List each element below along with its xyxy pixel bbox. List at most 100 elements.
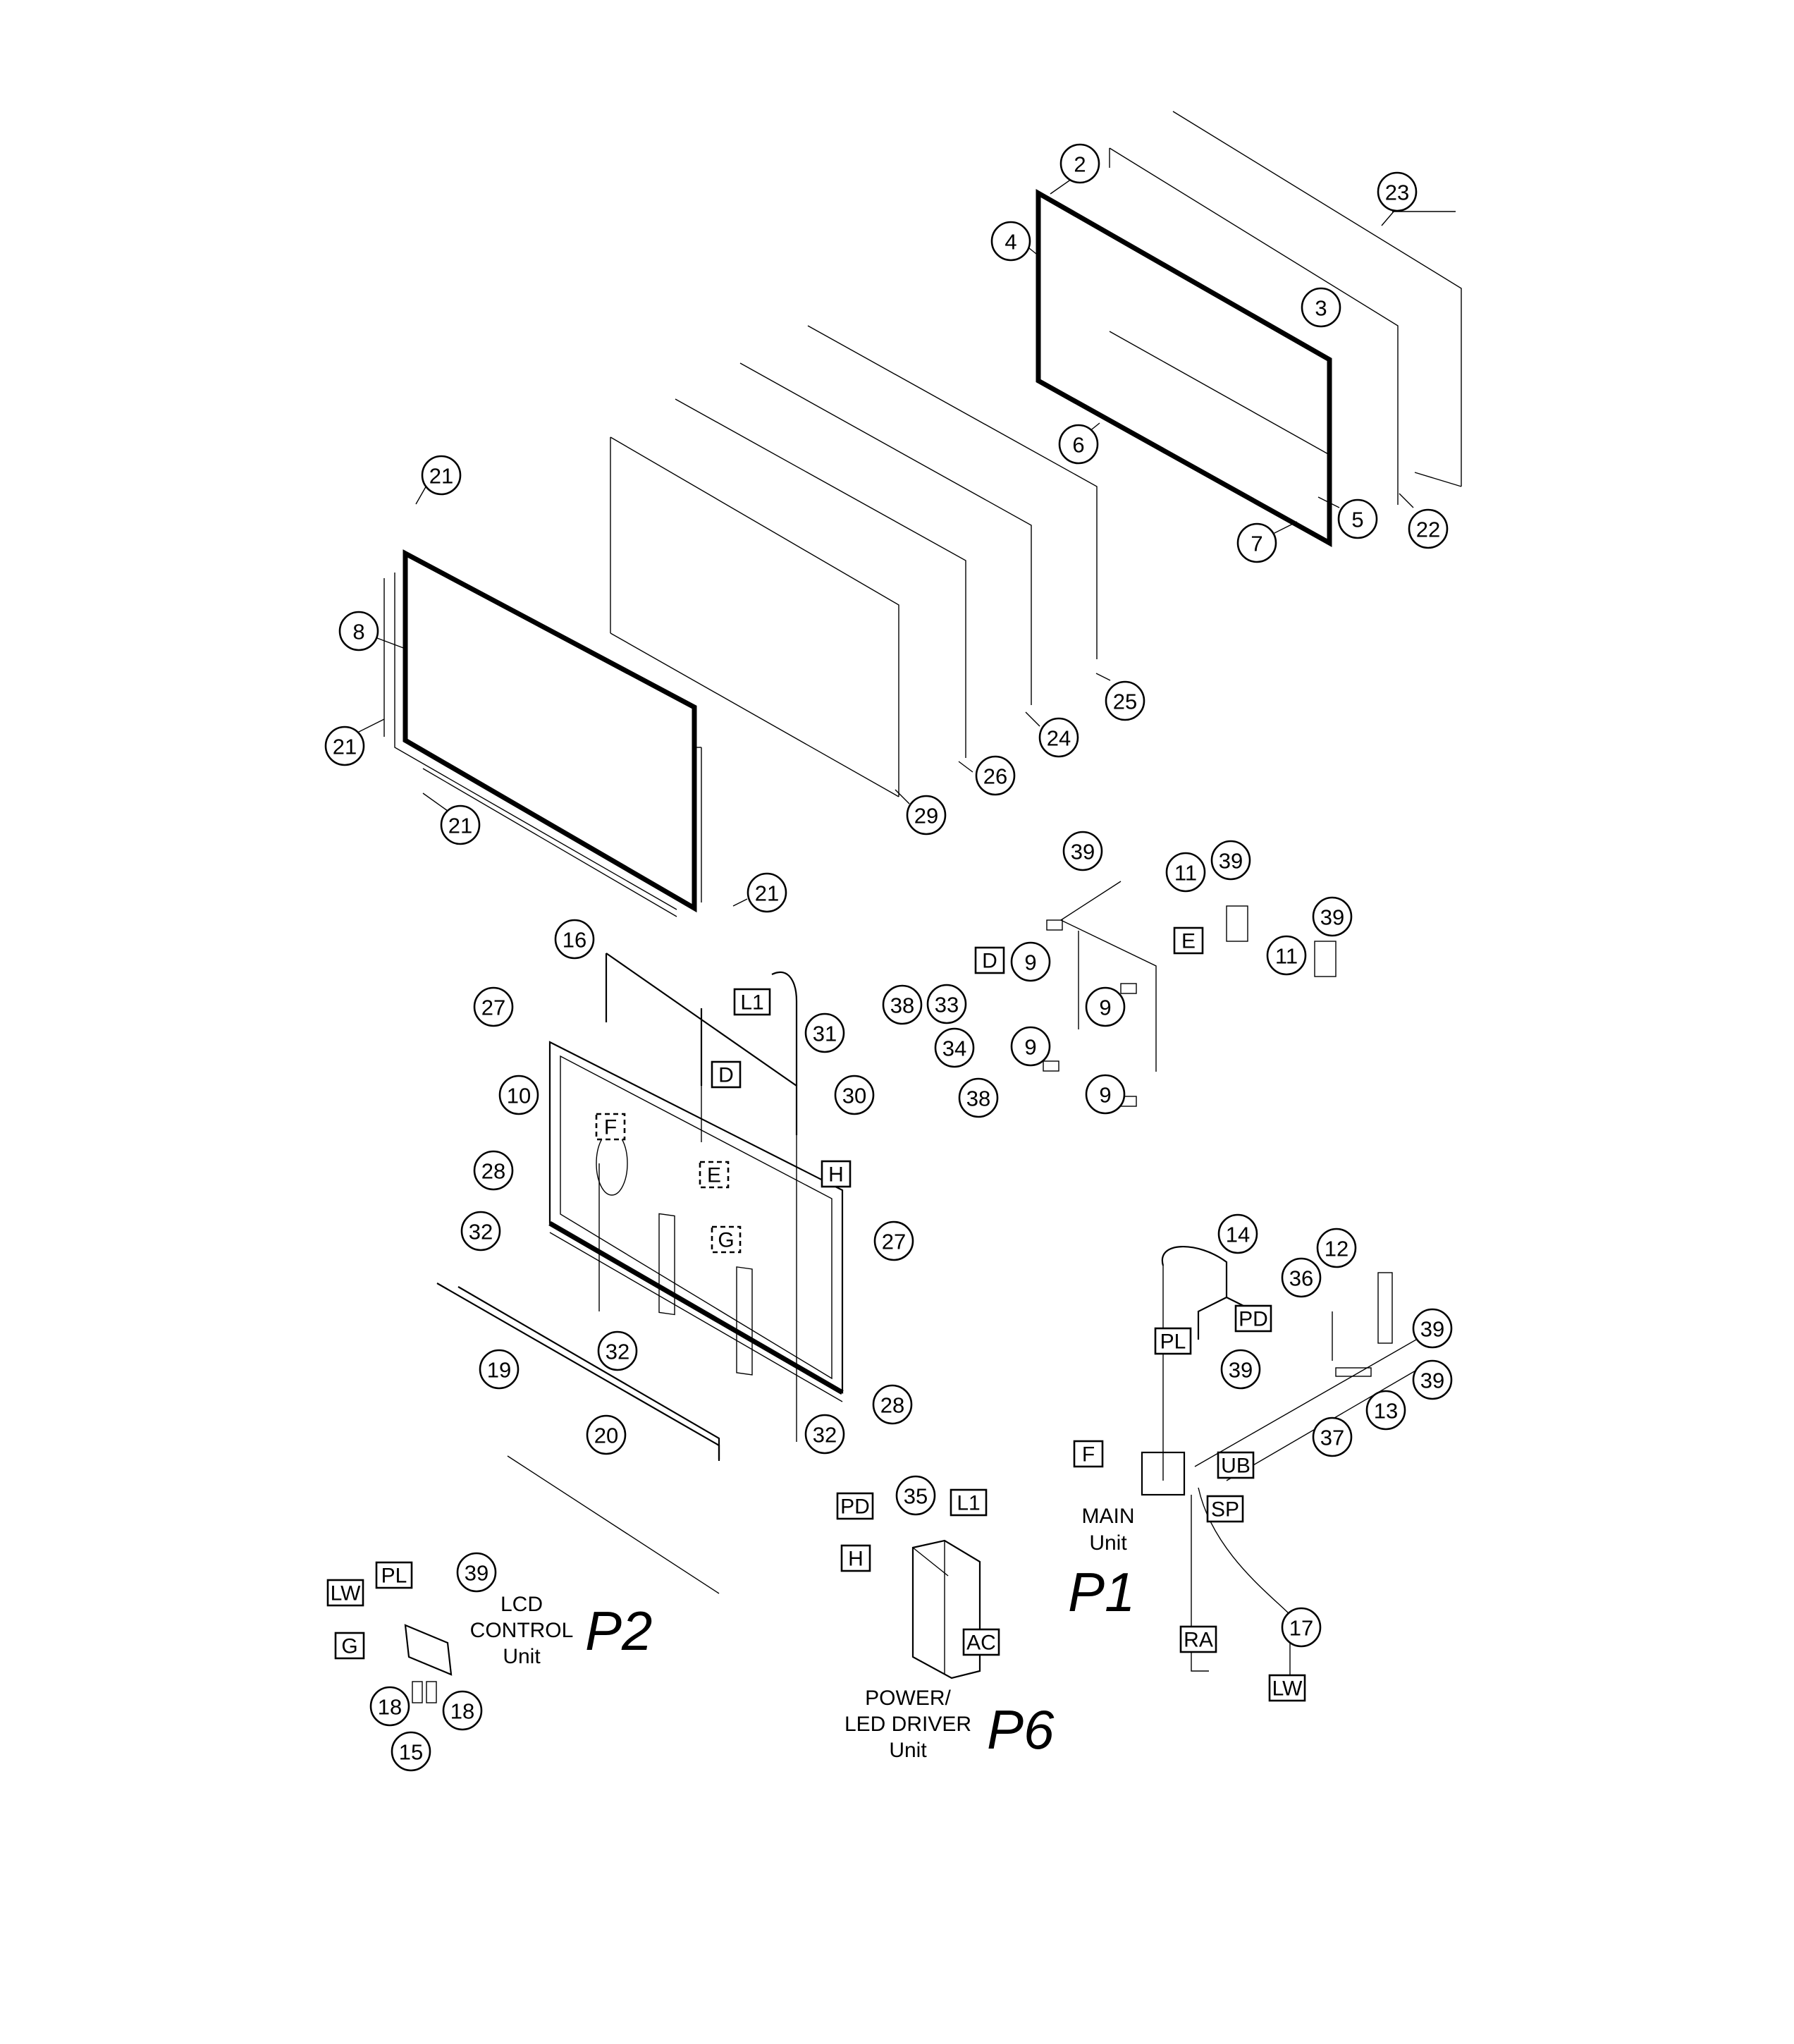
balloon-number: 27 — [481, 996, 505, 1020]
callout-balloon-30: 30 — [834, 1075, 875, 1115]
balloon-number: 39 — [465, 1561, 489, 1586]
callout-balloon-4: 4 — [990, 221, 1031, 262]
connector-tag-d: D — [711, 1060, 742, 1089]
balloon-number: 38 — [890, 993, 914, 1018]
main-unit-line1: MAIN — [1082, 1505, 1135, 1528]
balloon-number: 9 — [1024, 1035, 1036, 1060]
balloon-number: 14 — [1226, 1223, 1250, 1247]
balloon-number: 35 — [904, 1484, 928, 1509]
lcd-unit-line1: LCD — [500, 1593, 543, 1616]
callout-balloon-39: 39 — [1220, 1349, 1261, 1390]
balloon-circle — [1301, 287, 1341, 328]
balloon-circle — [1408, 508, 1449, 549]
balloon-circle — [1010, 941, 1051, 982]
callout-balloon-20: 20 — [586, 1414, 627, 1455]
tag-box — [326, 1579, 364, 1607]
balloon-number: 31 — [813, 1022, 837, 1046]
tag-box — [1268, 1674, 1306, 1702]
lcd-control-unit-label: LCD CONTROL Unit P2 — [470, 1593, 653, 1668]
power-unit-page-ref: P6 — [987, 1699, 1055, 1761]
tag-box — [1179, 1625, 1217, 1653]
balloon-circle — [1085, 1074, 1126, 1115]
balloon-circle — [597, 1330, 638, 1371]
balloon-circle — [1010, 1026, 1051, 1067]
callout-balloon-12: 12 — [1316, 1228, 1357, 1268]
balloon-circle — [895, 1475, 936, 1516]
connector-tag-f: F — [595, 1113, 626, 1141]
connector-tag-h: H — [840, 1544, 871, 1572]
tag-box — [840, 1544, 871, 1572]
balloon-circle — [1058, 424, 1099, 465]
callout-balloon-18: 18 — [442, 1690, 483, 1731]
callout-balloon-11: 11 — [1165, 852, 1206, 893]
balloon-circle — [747, 872, 787, 913]
connector-tag-lw: LW — [1268, 1674, 1306, 1702]
tag-label: D — [718, 1064, 734, 1087]
callout-balloon-9: 9 — [1010, 1026, 1051, 1067]
balloon-circle — [586, 1414, 627, 1455]
connector-tag-ac: AC — [962, 1628, 1000, 1656]
tag-label: D — [982, 950, 997, 973]
balloon-number: 28 — [880, 1393, 904, 1418]
balloon-number: 26 — [983, 764, 1007, 789]
balloon-circle — [1085, 986, 1126, 1027]
callout-balloon-9: 9 — [1010, 941, 1051, 982]
balloon-number: 39 — [1071, 840, 1095, 864]
balloon-circle — [324, 726, 365, 766]
main-unit-page-ref: P1 — [1068, 1561, 1135, 1623]
callout-balloon-28: 28 — [872, 1384, 913, 1425]
callout-balloon-6: 6 — [1058, 424, 1099, 465]
callout-balloon-10: 10 — [498, 1075, 539, 1115]
balloon-circle — [1312, 1416, 1353, 1457]
callout-balloon-9: 9 — [1085, 1074, 1126, 1115]
tag-label: SP — [1211, 1498, 1239, 1522]
balloon-number: 20 — [594, 1424, 618, 1448]
balloon-number: 30 — [842, 1084, 866, 1108]
balloon-number: 5 — [1351, 508, 1363, 532]
balloon-circle — [391, 1731, 431, 1772]
connector-tag-pd: PD — [1234, 1304, 1272, 1333]
callout-balloon-22: 22 — [1408, 508, 1449, 549]
lcd-unit-page-ref: P2 — [585, 1600, 652, 1662]
callout-balloon-36: 36 — [1281, 1257, 1322, 1298]
balloon-number: 17 — [1289, 1616, 1313, 1641]
lcd-control-board — [404, 1624, 453, 1703]
balloon-number: 29 — [914, 804, 938, 828]
lcd-unit-line3: Unit — [503, 1645, 541, 1668]
balloon-circle — [1220, 1349, 1261, 1390]
callout-balloon-9: 9 — [1085, 986, 1126, 1027]
balloon-number: 39 — [1320, 905, 1344, 930]
callout-balloon-32: 32 — [597, 1330, 638, 1371]
callout-balloon-24: 24 — [1038, 717, 1079, 758]
balloon-number: 7 — [1251, 532, 1262, 556]
balloon-number: 22 — [1416, 518, 1440, 542]
tag-box — [821, 1160, 852, 1188]
balloon-circle — [1281, 1257, 1322, 1298]
callout-balloon-2: 2 — [1059, 143, 1100, 184]
balloon-number: 19 — [487, 1358, 511, 1383]
main-unit-line2: Unit — [1089, 1531, 1127, 1555]
tag-label: RA — [1184, 1629, 1213, 1652]
balloon-number: 3 — [1315, 296, 1327, 321]
callout-balloon-32: 32 — [804, 1414, 845, 1455]
tag-label: PD — [1239, 1308, 1268, 1331]
balloon-circle — [1377, 171, 1418, 212]
power-unit-line2: LED DRIVER — [844, 1713, 971, 1736]
tag-label: UB — [1221, 1455, 1251, 1478]
balloon-number: 24 — [1047, 726, 1071, 751]
balloon-number: 18 — [450, 1699, 474, 1724]
main-unit-label: MAIN Unit P1 — [1068, 1505, 1135, 1623]
tag-label: G — [718, 1229, 734, 1252]
balloon-number: 9 — [1099, 1083, 1111, 1108]
balloon-circle — [1266, 935, 1307, 976]
callout-balloon-19: 19 — [479, 1349, 520, 1390]
callout-balloon-11: 11 — [1266, 935, 1307, 976]
callout-balloon-37: 37 — [1312, 1416, 1353, 1457]
callout-balloon-14: 14 — [1217, 1213, 1258, 1254]
lcd-panel — [383, 549, 702, 917]
balloon-circle — [882, 984, 923, 1025]
callout-balloon-27: 27 — [473, 986, 514, 1027]
callout-balloon-8: 8 — [338, 611, 379, 651]
